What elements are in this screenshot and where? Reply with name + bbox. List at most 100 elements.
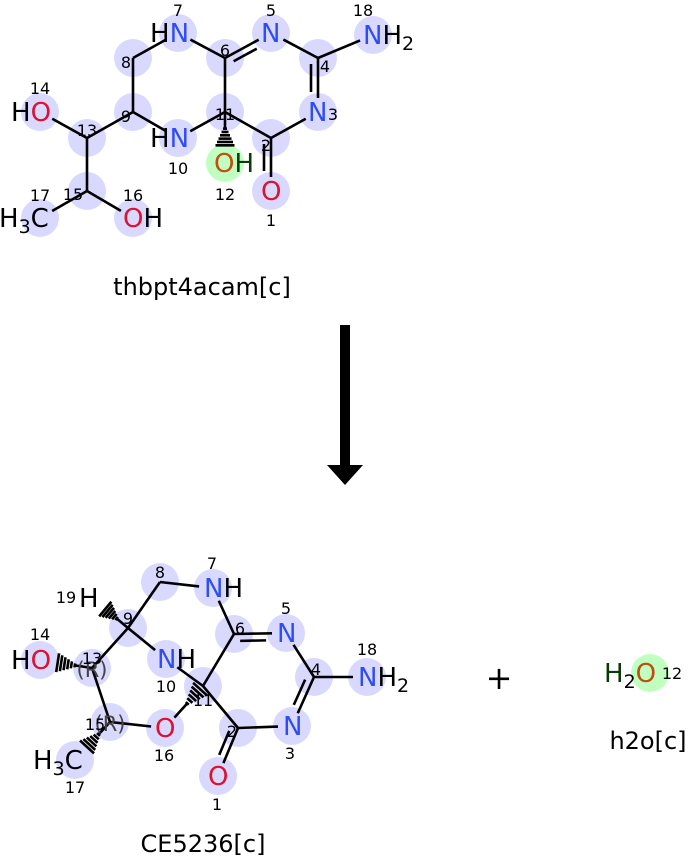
atom-number-5: 5 bbox=[266, 1, 276, 20]
atom-highlight-17 bbox=[21, 199, 59, 237]
plus-sign: + bbox=[486, 659, 513, 697]
atom-number-1: 1 bbox=[266, 211, 276, 230]
atom-number-18: 18 bbox=[353, 1, 373, 20]
water-name: h2o[c] bbox=[609, 727, 686, 755]
bond-2-11 bbox=[202, 685, 239, 729]
bond-7-6 bbox=[189, 38, 226, 60]
atom-label-14: HO bbox=[11, 646, 51, 676]
atom-highlight-18 bbox=[354, 16, 392, 54]
bond-10-9 bbox=[132, 110, 167, 133]
atom-number-14: 14 bbox=[30, 625, 50, 644]
product-name: CE5236[c] bbox=[141, 830, 266, 857]
atom-number-17: 17 bbox=[65, 778, 85, 797]
bond-7-6 bbox=[217, 600, 236, 635]
atom-label-14: HO bbox=[11, 98, 51, 128]
atom-number-7: 7 bbox=[207, 554, 217, 573]
atom-label-7: NH bbox=[204, 574, 243, 604]
atom-label-3: N bbox=[283, 712, 302, 742]
bond-2-1 bbox=[222, 727, 240, 764]
atom-label-19: H bbox=[79, 584, 99, 614]
atom-label-12: H2O bbox=[604, 659, 656, 693]
atom-number-10: 10 bbox=[168, 159, 188, 178]
bond-6-5-double bbox=[240, 639, 267, 643]
bond-5-4 bbox=[292, 644, 316, 678]
atom-highlight-1 bbox=[199, 757, 237, 795]
atom-number-8: 8 bbox=[121, 53, 131, 72]
bond-13-14-hashed bbox=[54, 653, 93, 673]
atom-label-3: N bbox=[308, 98, 327, 128]
atom-number-11: 11 bbox=[193, 691, 213, 710]
atom-highlight-5 bbox=[267, 614, 305, 652]
atom-label-1: O bbox=[261, 177, 281, 207]
bond-8-7 bbox=[132, 38, 167, 60]
atom-highlight-7 bbox=[159, 14, 197, 52]
bond-6-5 bbox=[233, 631, 273, 636]
atom-label-16: O bbox=[155, 714, 175, 744]
bond-11-10 bbox=[176, 666, 204, 688]
atom-highlight-17 bbox=[56, 741, 94, 779]
atom-number-7: 7 bbox=[173, 1, 183, 20]
atom-highlight-16 bbox=[114, 199, 152, 237]
bond-8-9 bbox=[126, 581, 162, 629]
atom-label-10: HN bbox=[150, 124, 189, 154]
bond-13-15 bbox=[90, 667, 112, 723]
atom-number-1: 1 bbox=[212, 795, 222, 814]
bond-9-19-hashed bbox=[98, 600, 129, 629]
atom-number-6: 6 bbox=[235, 619, 245, 638]
atom-number-10: 10 bbox=[156, 677, 176, 696]
atom-label-5: N bbox=[261, 19, 280, 49]
atom-number-2: 2 bbox=[261, 136, 271, 155]
atom-label-1: O bbox=[208, 762, 228, 792]
atom-label-7: HN bbox=[150, 19, 189, 49]
atom-number-6: 6 bbox=[220, 41, 230, 60]
atom-number-18: 18 bbox=[357, 640, 377, 659]
bonds bbox=[51, 38, 361, 213]
atom-highlight-16 bbox=[146, 709, 184, 747]
atom-label-17: H3C bbox=[33, 746, 83, 780]
atom-highlight-3 bbox=[273, 707, 311, 745]
atom-number-9: 9 bbox=[123, 609, 133, 628]
atom-number-12: 12 bbox=[215, 185, 235, 204]
bond-15-16 bbox=[86, 189, 122, 213]
atom-highlight-12 bbox=[206, 144, 244, 182]
bond-15-16 bbox=[109, 720, 152, 728]
bond-15-17-hashed bbox=[79, 721, 111, 755]
bond-3-2 bbox=[270, 117, 307, 140]
atom-highlight-7 bbox=[194, 569, 232, 607]
atom-number-13: 13 bbox=[82, 649, 102, 668]
atom-highlight-14 bbox=[21, 93, 59, 131]
atom-highlight-12 bbox=[631, 654, 669, 692]
stereo-label-15: (R) bbox=[95, 712, 126, 736]
atom-highlight-10 bbox=[147, 640, 185, 678]
atom-number-2: 2 bbox=[227, 722, 237, 741]
atom-number-16: 16 bbox=[123, 186, 143, 205]
atom-number-17: 17 bbox=[30, 186, 50, 205]
atom-number-3: 3 bbox=[328, 105, 338, 124]
atom-number-8: 8 bbox=[155, 563, 165, 582]
atom-label-5: N bbox=[277, 619, 296, 649]
atom-number-4: 4 bbox=[311, 660, 321, 679]
bond-4-18 bbox=[317, 39, 361, 60]
bond-9-13 bbox=[91, 627, 129, 669]
atom-highlight-10 bbox=[159, 119, 197, 157]
bond-11-10 bbox=[189, 110, 226, 133]
bond-4-3-double bbox=[292, 679, 307, 706]
atom-number-14: 14 bbox=[30, 79, 50, 98]
bond-9-13 bbox=[86, 110, 134, 140]
atom-number-11: 11 bbox=[215, 105, 235, 124]
bond-13-14 bbox=[51, 117, 88, 140]
atom-highlight-14 bbox=[21, 641, 59, 679]
bond-6-5-double bbox=[232, 47, 258, 63]
bond-15-17 bbox=[51, 189, 88, 213]
atom-label-18: NH2 bbox=[358, 663, 409, 697]
atom-number-3: 3 bbox=[285, 744, 295, 763]
bond-16-11-hashed bbox=[173, 681, 209, 719]
atom-number-15: 15 bbox=[63, 185, 83, 204]
atom-number-13: 13 bbox=[77, 121, 97, 140]
atom-number-4: 4 bbox=[320, 57, 330, 76]
